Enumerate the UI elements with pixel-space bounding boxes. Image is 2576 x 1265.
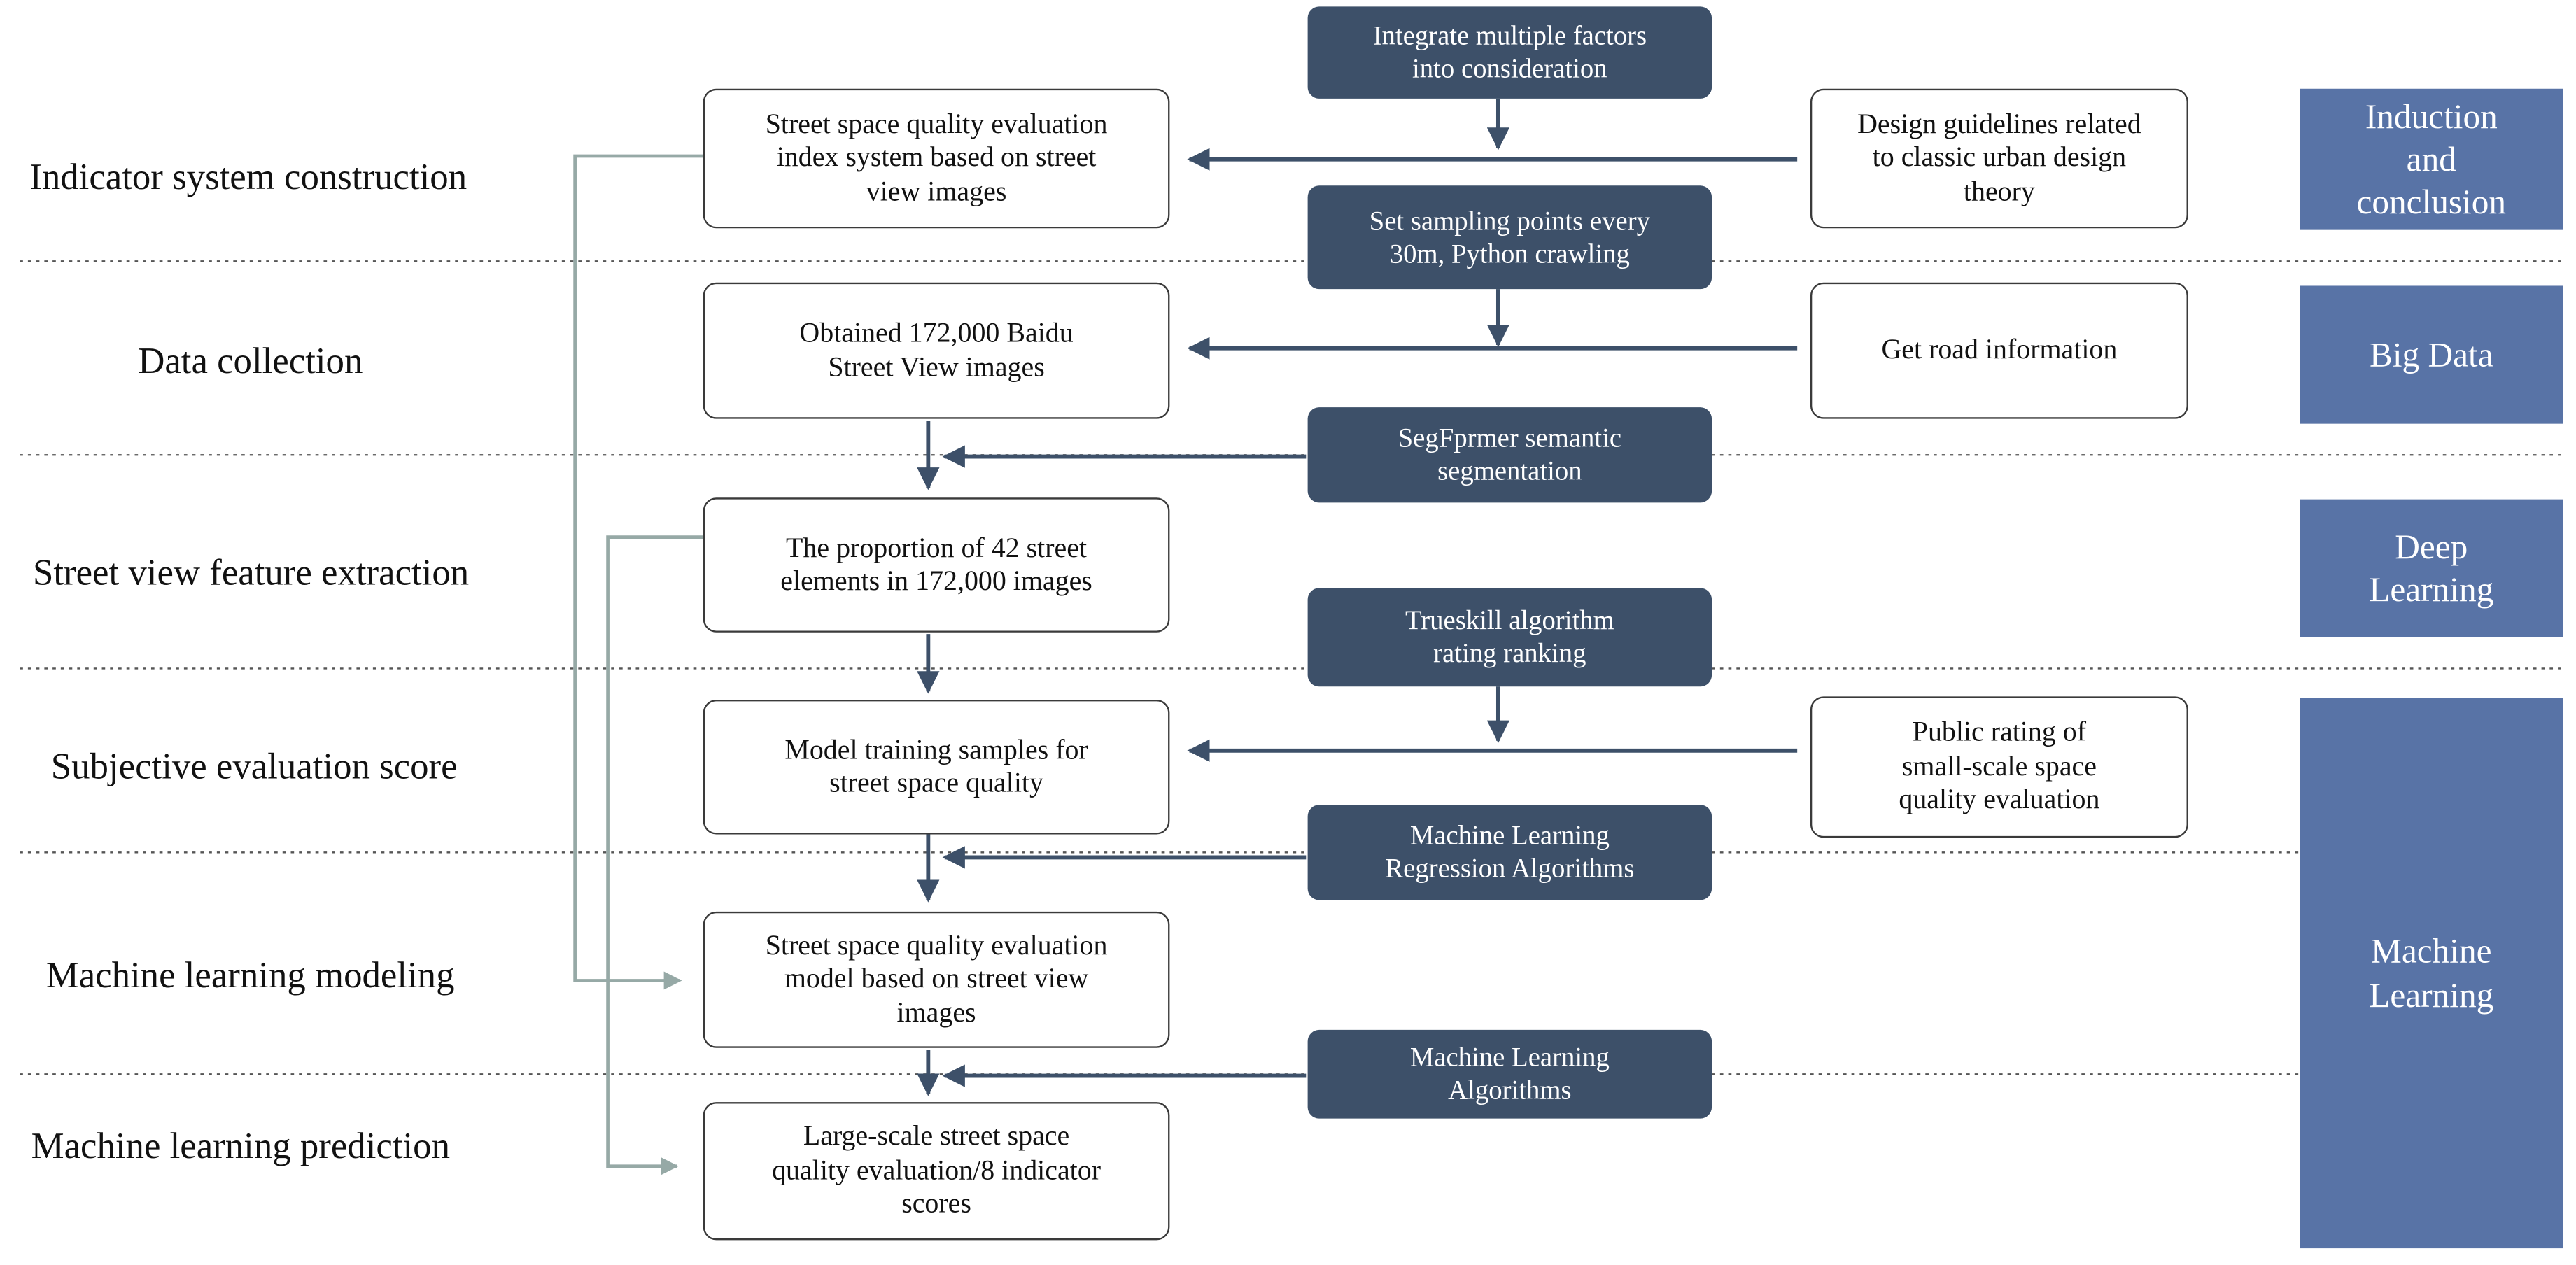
- integrate-factors-tag: Integrate multiple factors into consider…: [1307, 6, 1712, 99]
- street-view-images-box: Obtained 172,000 Baidu Street View image…: [703, 282, 1170, 419]
- index-system-box: Street space quality evaluation index sy…: [703, 88, 1170, 229]
- road-info-box: Get road information: [1810, 282, 2188, 419]
- category-induction: Induction and conclusion: [2300, 88, 2563, 230]
- stage-label-data-collection: Data collection: [138, 339, 363, 381]
- feedback-line-features: [606, 535, 703, 1175]
- evaluation-model-box: Street space quality evaluation model ba…: [703, 911, 1170, 1048]
- stage-label-feature-extraction: Street view feature extraction: [32, 551, 470, 593]
- trueskill-tag: Trueskill algorithm rating ranking: [1307, 588, 1712, 687]
- design-guidelines-box: Design guidelines related to classic urb…: [1810, 88, 2188, 229]
- category-deep-learning: Deep Learning: [2300, 499, 2563, 637]
- stage-label-ml-prediction: Machine learning prediction: [31, 1125, 450, 1166]
- feedback-line-index: [573, 154, 703, 990]
- element-proportion-box: The proportion of 42 street elements in …: [703, 497, 1170, 632]
- ml-algorithms-tag: Machine Learning Algorithms: [1307, 1029, 1712, 1119]
- ml-regression-tag: Machine Learning Regression Algorithms: [1307, 805, 1712, 900]
- category-machine-learning: Machine Learning: [2300, 698, 2563, 1249]
- public-rating-box: Public rating of small-scale space quali…: [1810, 696, 2188, 838]
- training-samples-box: Model training samples for street space …: [703, 700, 1170, 835]
- segformer-tag: SegFprmer semantic segmentation: [1307, 407, 1712, 503]
- stage-label-subjective-score: Subjective evaluation score: [50, 745, 458, 787]
- sampling-points-tag: Set sampling points every 30m, Python cr…: [1307, 185, 1712, 290]
- stage-label-ml-modeling: Machine learning modeling: [45, 954, 455, 996]
- prediction-box: Large-scale street space quality evaluat…: [703, 1102, 1170, 1241]
- category-big-data: Big Data: [2300, 285, 2563, 424]
- stage-label-indicator-system: Indicator system construction: [29, 156, 467, 197]
